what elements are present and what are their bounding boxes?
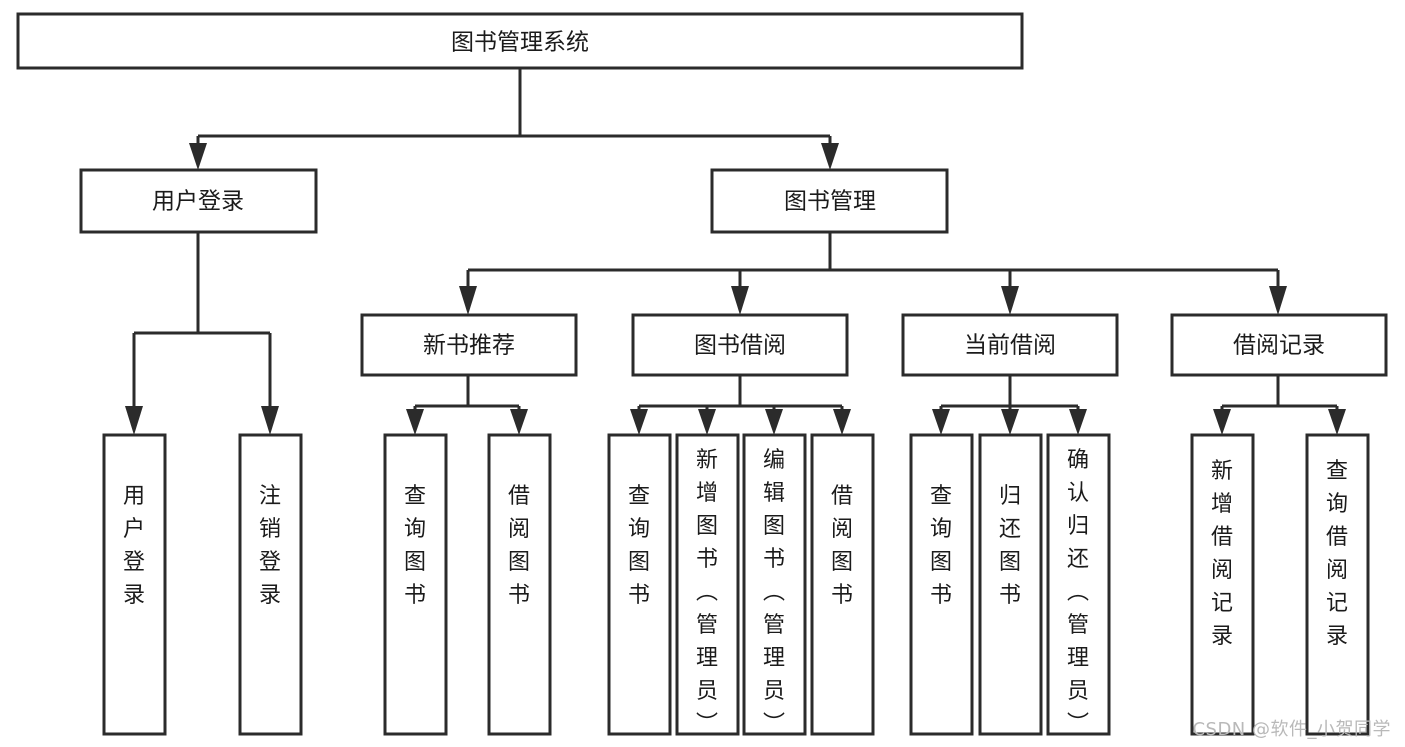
leaf-query-record-box <box>1305 433 1370 736</box>
node-book-management-label: 图书管理 <box>784 189 876 215</box>
leaf-query-book-2-label: 查询图书 <box>628 484 650 608</box>
leaf-query-book-2-box <box>607 433 672 736</box>
leaf-edit-book[interactable]: 编辑图书︵管理员︶ <box>742 433 807 737</box>
leaf-user-login[interactable]: 用户登录 <box>102 433 167 736</box>
leaf-return-book-box <box>978 433 1043 736</box>
arrowhead-leaf-user-login <box>125 406 143 435</box>
arrowhead-book-management <box>821 143 839 170</box>
leaf-borrow-book-1-box <box>487 433 552 736</box>
leaf-query-book-3-box <box>909 433 974 736</box>
leaf-add-book-box <box>675 433 740 736</box>
arrowhead-leaf-borrow-book-1 <box>510 409 528 435</box>
leaf-logout-box <box>238 433 303 736</box>
node-current-borrow[interactable]: 当前借阅 <box>901 313 1119 377</box>
arrowhead-leaf-query-book-1 <box>406 409 424 435</box>
leaf-return-book[interactable]: 归还图书 <box>978 433 1043 736</box>
arrowhead-leaf-add-book <box>698 409 716 435</box>
leaf-add-record-box <box>1190 433 1255 736</box>
node-book-borrow[interactable]: 图书借阅 <box>631 313 849 377</box>
leaf-add-record-label: 新增借阅记录 <box>1211 459 1233 649</box>
leaf-add-book-label: 新增图书︵管理员︶ <box>696 448 718 737</box>
leaf-query-book-1-label: 查询图书 <box>404 484 426 608</box>
leaf-borrow-book-2-label: 借阅图书 <box>831 484 853 608</box>
arrowhead-current-borrow <box>1001 286 1019 315</box>
leaf-add-record[interactable]: 新增借阅记录 <box>1190 433 1255 736</box>
arrowhead-leaf-query-book-3 <box>932 409 950 435</box>
arrowhead-new-book-recommend <box>459 286 477 315</box>
node-root-box <box>16 12 1024 70</box>
arrowhead-borrow-record <box>1269 286 1287 315</box>
leaf-confirm-return-box <box>1046 433 1111 736</box>
node-borrow-record[interactable]: 借阅记录 <box>1170 313 1388 377</box>
leaf-edit-book-label: 编辑图书︵管理员︶ <box>763 448 785 737</box>
leaf-logout-label: 注销登录 <box>259 484 281 608</box>
node-book-borrow-label: 图书借阅 <box>694 333 786 359</box>
leaf-edit-book-box <box>742 433 807 736</box>
arrowhead-leaf-logout <box>261 406 279 435</box>
node-user-login-label: 用户登录 <box>152 189 244 215</box>
node-current-borrow-label: 当前借阅 <box>964 333 1056 359</box>
connector-group <box>125 68 1346 435</box>
leaf-query-book-1-box <box>383 433 448 736</box>
node-new-book-recommend-box <box>360 313 578 377</box>
arrowhead-user-login <box>189 143 207 170</box>
node-user-login-box <box>79 168 318 234</box>
node-user-login[interactable]: 用户登录 <box>79 168 318 234</box>
node-book-management-box <box>710 168 949 234</box>
arrowhead-leaf-query-book-2 <box>630 409 648 435</box>
leaf-query-book-3[interactable]: 查询图书 <box>909 433 974 736</box>
leaf-borrow-book-1-label: 借阅图书 <box>508 484 530 608</box>
leaf-return-book-label: 归还图书 <box>999 484 1021 608</box>
arrowhead-book-borrow <box>731 286 749 315</box>
leaf-borrow-book-1[interactable]: 借阅图书 <box>487 433 552 736</box>
leaf-borrow-book-2[interactable]: 借阅图书 <box>810 433 875 736</box>
leaf-query-record[interactable]: 查询借阅记录 <box>1305 433 1370 736</box>
leaf-query-record-label: 查询借阅记录 <box>1326 459 1348 649</box>
arrowhead-leaf-return-book <box>1001 409 1019 435</box>
node-book-borrow-box <box>631 313 849 377</box>
node-root[interactable]: 图书管理系统 <box>16 12 1024 70</box>
arrowhead-leaf-borrow-book-2 <box>833 409 851 435</box>
arrowhead-leaf-query-record <box>1328 409 1346 435</box>
leaf-user-login-box <box>102 433 167 736</box>
node-new-book-recommend-label: 新书推荐 <box>423 333 515 359</box>
leaf-add-book[interactable]: 新增图书︵管理员︶ <box>675 433 740 737</box>
leaf-query-book-1[interactable]: 查询图书 <box>383 433 448 736</box>
node-borrow-record-label: 借阅记录 <box>1233 333 1325 359</box>
arrowhead-leaf-edit-book <box>765 409 783 435</box>
leaf-confirm-return[interactable]: 确认归还︵管理员︶ <box>1046 433 1111 737</box>
leaf-logout[interactable]: 注销登录 <box>238 433 303 736</box>
node-new-book-recommend[interactable]: 新书推荐 <box>360 313 578 377</box>
leaf-borrow-book-2-box <box>810 433 875 736</box>
leaf-user-login-label: 用户登录 <box>123 484 145 608</box>
leaf-query-book-3-label: 查询图书 <box>930 484 952 608</box>
arrowhead-leaf-confirm-return <box>1069 409 1087 435</box>
node-borrow-record-box <box>1170 313 1388 377</box>
arrowhead-leaf-add-record <box>1213 409 1231 435</box>
leaf-confirm-return-label: 确认归还︵管理员︶ <box>1067 448 1089 737</box>
node-current-borrow-box <box>901 313 1119 377</box>
node-root-label: 图书管理系统 <box>451 30 589 56</box>
node-book-management[interactable]: 图书管理 <box>710 168 949 234</box>
leaf-query-book-2[interactable]: 查询图书 <box>607 433 672 736</box>
